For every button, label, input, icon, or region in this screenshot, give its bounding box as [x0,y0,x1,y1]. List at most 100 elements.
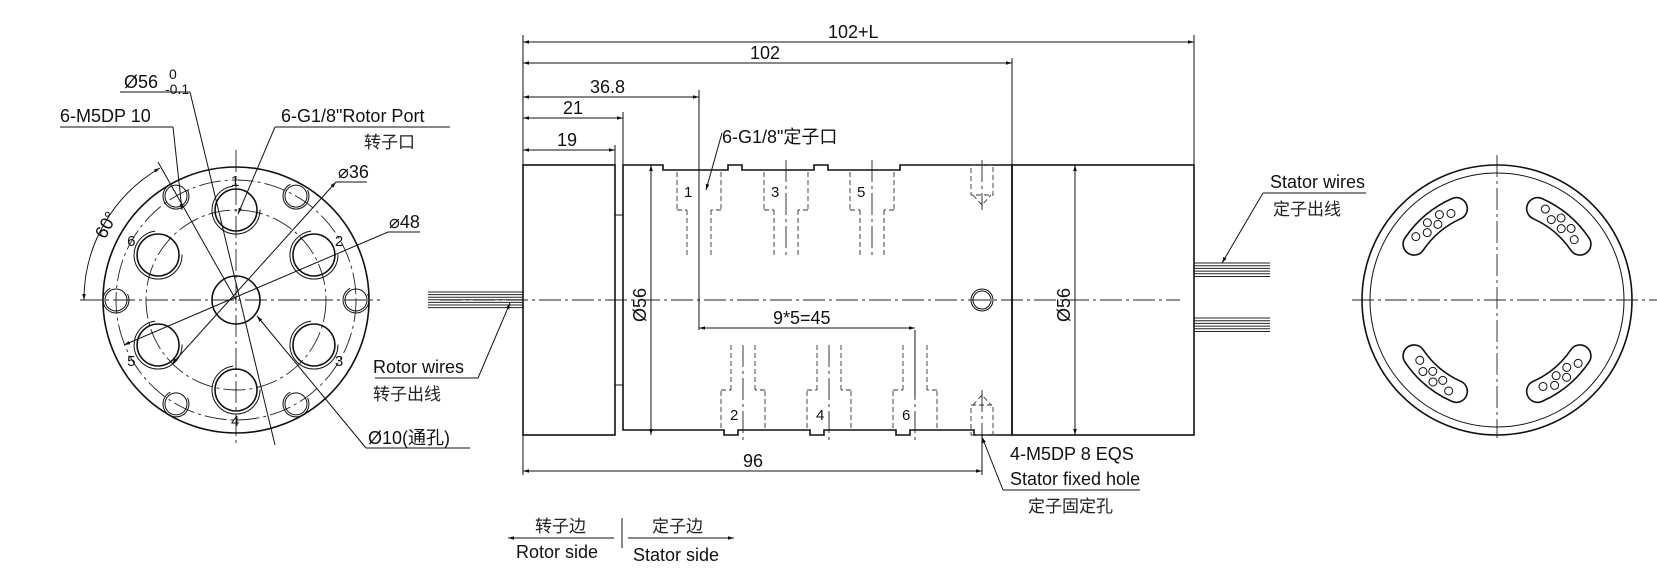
dia-left: Ø56 [630,288,650,322]
top-port-number: 3 [771,184,779,201]
end-view [1352,155,1657,438]
mholes-label: 6-M5DP 10 [60,106,151,126]
stator-port-label: 6-G1/8"定子口 [722,127,837,147]
wire-hole [1411,232,1421,242]
top-port-hidden [763,172,809,255]
slot-outline [1525,344,1592,404]
stator-wires-label: Stator wires [1270,172,1365,192]
wire-hole [1566,223,1576,233]
dim-19: 19 [557,130,577,150]
wire-hole [1422,218,1432,228]
wire-hole [1434,210,1444,220]
stator-wires-cn: 定子出线 [1273,200,1341,220]
dia-right: Ø56 [1054,288,1074,322]
wire-hole [1438,375,1448,385]
pcd48-dim [123,231,389,346]
od-leader [189,91,276,446]
rotor-flange [522,164,616,436]
wire-hole [1433,219,1443,229]
mount-hole-thread [342,286,370,314]
rotor-port-number: 1 [231,173,239,190]
wire-hole [1428,377,1438,387]
rotor-port-thread [133,230,183,280]
wire-hole [1556,224,1566,234]
dim-pitch: 9*5=45 [773,308,831,328]
wire-hole [1546,215,1556,225]
top-port-number: 5 [857,184,865,201]
fix-hole-spec: 4-M5DP 8 EQS [1010,444,1134,464]
rotor-port-hole [214,368,258,412]
rotor-port-thread [289,230,339,280]
rotor-wires-leader [477,302,511,379]
mount-hole-thread [102,286,130,314]
slot-outline [1402,196,1469,256]
angle-arc [82,167,161,301]
side-legend: 转子边 Rotor side 定子边 Stator side [508,517,734,565]
wire-hole [1562,372,1572,382]
fix-hole-leader [981,436,1004,491]
fix-hole-label: Stator fixed hole [1010,469,1140,489]
wire-hole [1573,358,1583,368]
wire-hole [1446,208,1456,218]
od-tol-lower: -0.1 [165,81,189,97]
end-outer [1361,164,1633,436]
rotor-port-thread [211,365,261,415]
dim-body: 102 [750,43,780,63]
stator-side-en: Stator side [633,545,719,565]
wire-slots [1402,196,1592,404]
stator-ports: 1 2 3 4 5 6 [676,160,938,440]
rotor-side-en: Rotor side [516,542,598,562]
angle-label: 60° [91,208,121,241]
pcd36-label: ⌀36 [338,162,369,182]
rotor-side-cn: 转子边 [535,517,586,537]
wire-hole [1444,386,1454,396]
rotor-port-label: 6-G1/8"Rotor Port [281,106,424,126]
wire-hole [1562,362,1572,372]
fix-hole-top [970,160,994,210]
top-port-hidden [849,172,895,255]
wire-slot [1525,196,1592,256]
mount-hole-thread [282,390,310,418]
wire-slot [1525,344,1592,404]
fix-hole-cn: 定子固定孔 [1028,497,1113,517]
rotor-port-hole [136,233,180,277]
wire-hole [1428,366,1438,376]
stator-cap [1011,164,1195,436]
pcd-48-circle [115,179,357,421]
dim-21: 21 [563,98,583,118]
rotor-port-cn: 转子口 [364,133,415,153]
bore-leader [256,315,367,449]
wire-hole [1540,204,1550,214]
wire-hole [1550,380,1560,390]
side-hole [970,288,994,312]
rotor-port-number: 4 [231,413,239,430]
rotor-wires-cn: 转子出线 [373,385,441,405]
slot-outline [1402,344,1469,404]
bottom-port-number: 2 [730,407,738,424]
pcd36-dim [171,181,337,365]
rotor-port-number: 3 [335,353,343,370]
bottom-port-number: 6 [902,407,910,424]
stator-side-cn: 定子边 [652,517,703,537]
wire-hole [1551,371,1561,381]
stator-wires [1194,262,1270,332]
bore-label: Ø10(通孔) [368,428,450,448]
top-port-number: 1 [684,184,692,201]
dim-first-port: 36.8 [590,77,625,97]
bottom-port-hidden [720,345,766,428]
bottom-port-number: 4 [816,407,824,424]
wire-slot [1402,344,1469,404]
wire-hole [1418,367,1428,377]
bottom-port-hidden [892,345,938,428]
mount-hole-thread [162,390,190,418]
wire-hole [1556,213,1566,223]
top-port-hidden [676,172,722,255]
end-inner [1369,172,1625,428]
od-label: Ø56 [124,72,158,92]
wire-hole [1538,382,1548,392]
wire-hole [1569,235,1579,245]
